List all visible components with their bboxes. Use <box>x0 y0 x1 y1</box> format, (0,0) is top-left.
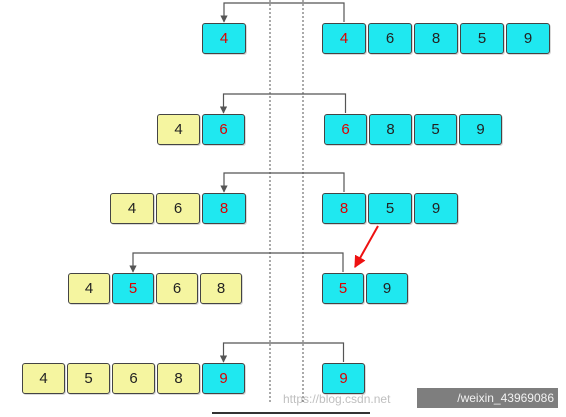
insert-connector <box>129 252 344 273</box>
sorted-cell: 4 <box>202 23 246 54</box>
unsorted-cell: 9 <box>366 273 408 304</box>
sorted-cell: 6 <box>156 193 200 224</box>
sorted-cell: 4 <box>68 273 110 304</box>
watermark-url: https://blog.csdn.net <box>283 392 391 406</box>
unsorted-cell: 5 <box>460 23 504 54</box>
bottom-divider <box>212 412 370 414</box>
unsorted-cell: 6 <box>368 23 412 54</box>
unsorted-cell: 5 <box>414 114 457 145</box>
sorted-cell: 8 <box>202 193 246 224</box>
unsorted-cell: 5 <box>322 273 364 304</box>
unsorted-cell: 6 <box>324 114 367 145</box>
sorted-cell: 5 <box>67 363 110 394</box>
insert-connector <box>219 93 347 114</box>
sorted-cell: 9 <box>202 363 245 394</box>
insert-connector <box>220 2 345 23</box>
unsorted-cell: 9 <box>459 114 502 145</box>
sorted-cell: 6 <box>112 363 155 394</box>
insert-connector <box>219 342 345 363</box>
unsorted-cell: 9 <box>506 23 550 54</box>
move-arrow <box>354 225 379 269</box>
sorted-cell: 4 <box>110 193 154 224</box>
unsorted-cell: 9 <box>322 363 365 394</box>
unsorted-cell: 8 <box>414 23 458 54</box>
unsorted-cell: 9 <box>414 193 458 224</box>
unsorted-cell: 8 <box>369 114 412 145</box>
sorted-cell: 6 <box>202 114 245 145</box>
sorted-cell: 8 <box>200 273 242 304</box>
sorted-cell: 4 <box>22 363 65 394</box>
unsorted-cell: 8 <box>322 193 366 224</box>
sorted-cell: 8 <box>157 363 200 394</box>
unsorted-cell: 5 <box>368 193 412 224</box>
watermark-label: /weixin_43969086 <box>417 388 558 408</box>
insert-connector <box>220 172 345 193</box>
unsorted-cell: 4 <box>322 23 366 54</box>
sorted-cell: 5 <box>112 273 154 304</box>
sorted-cell: 4 <box>157 114 200 145</box>
sorted-cell: 6 <box>156 273 198 304</box>
